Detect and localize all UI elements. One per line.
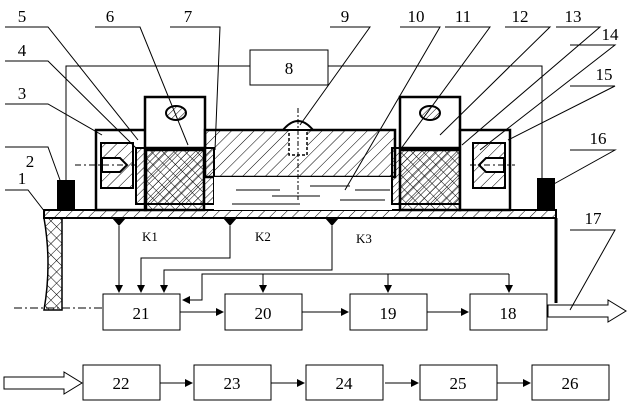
label-17: 17 — [585, 209, 603, 228]
block-26 — [531, 364, 610, 401]
leader-lines — [5, 26, 617, 311]
wires — [115, 226, 531, 387]
label-12: 12 — [512, 7, 529, 26]
block-24 — [305, 364, 384, 401]
label-9: 9 — [341, 7, 350, 26]
label-1: 1 — [18, 169, 27, 188]
label-5: 5 — [18, 7, 27, 26]
bolt-3 — [101, 157, 129, 173]
block-18 — [469, 293, 548, 331]
label-3: 3 — [18, 84, 27, 103]
label-16: 16 — [590, 129, 607, 148]
block-23-label: 23 — [224, 374, 241, 393]
block-25-label: 25 — [450, 374, 467, 393]
label-6: 6 — [106, 7, 115, 26]
block-16 — [537, 178, 555, 210]
block-2 — [57, 180, 75, 210]
coil-6 — [143, 148, 206, 212]
block-19 — [349, 293, 428, 331]
block-24-label: 24 — [336, 374, 354, 393]
label-2: 2 — [26, 152, 35, 171]
label-14: 14 — [602, 25, 620, 44]
sensor-k1: K1 — [142, 229, 158, 244]
sensors — [112, 218, 339, 226]
block-8-label: 8 — [285, 59, 294, 78]
screw-left — [165, 105, 187, 121]
clamp-right — [398, 95, 462, 150]
label-4: 4 — [18, 41, 27, 60]
label-15: 15 — [596, 65, 613, 84]
sensor-k3: K3 — [356, 231, 372, 246]
coil-12 — [398, 148, 462, 212]
frame-line — [65, 65, 543, 180]
label-13: 13 — [565, 7, 582, 26]
block-19-label: 19 — [380, 304, 397, 323]
output-arrow — [547, 299, 627, 323]
label-11: 11 — [455, 7, 471, 26]
clamp-left — [143, 95, 207, 150]
sensor-k2: K2 — [255, 229, 271, 244]
screw-head-9 — [280, 120, 316, 131]
label-7: 7 — [184, 7, 193, 26]
block-8 — [249, 49, 329, 86]
block-26-label: 26 — [562, 374, 579, 393]
liquid-lines — [232, 185, 390, 205]
block-20-label: 20 — [255, 304, 272, 323]
block-25 — [419, 364, 498, 401]
block-18-label: 18 — [500, 304, 517, 323]
label-10: 10 — [408, 7, 425, 26]
block-21-label: 21 — [133, 304, 150, 323]
input-arrow — [3, 371, 83, 395]
block-22-label: 22 — [113, 374, 130, 393]
bolt-15 — [477, 157, 505, 173]
block-20 — [224, 293, 303, 331]
left-wall — [43, 217, 63, 311]
block-22 — [82, 364, 161, 401]
block-21 — [102, 293, 181, 331]
block-23 — [193, 364, 272, 401]
liquid-10 — [214, 177, 392, 210]
